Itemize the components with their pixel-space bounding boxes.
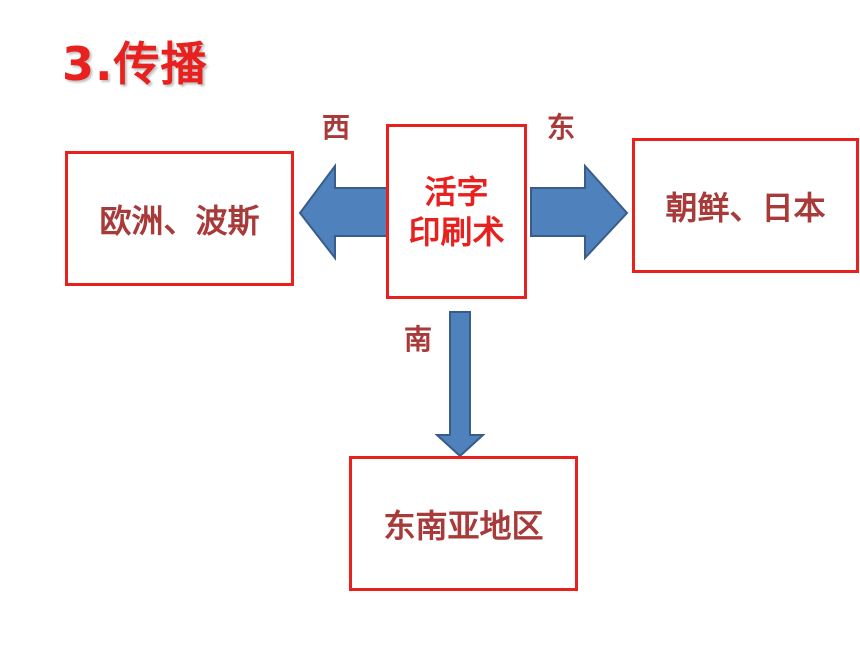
south-destination-box: 东南亚地区 bbox=[349, 456, 578, 591]
west-destination-label: 欧洲、波斯 bbox=[99, 201, 260, 240]
south-label: 南 bbox=[404, 323, 433, 356]
south-destination-label: 东南亚地区 bbox=[383, 506, 544, 545]
east-label: 东 bbox=[547, 111, 576, 144]
east-arrow bbox=[530, 163, 629, 261]
slide-title: 3.传播 bbox=[62, 37, 208, 91]
center-line-1: 活字 bbox=[424, 172, 489, 211]
west-arrow bbox=[298, 162, 389, 261]
center-line-2: 印刷术 bbox=[408, 212, 505, 251]
west-destination-box: 欧洲、波斯 bbox=[65, 151, 294, 286]
west-label: 西 bbox=[322, 111, 351, 144]
east-destination-box: 朝鲜、日本 bbox=[632, 138, 859, 273]
south-arrow bbox=[434, 311, 486, 458]
center-box: 活字 印刷术 bbox=[386, 124, 527, 299]
east-destination-label: 朝鲜、日本 bbox=[665, 188, 826, 227]
